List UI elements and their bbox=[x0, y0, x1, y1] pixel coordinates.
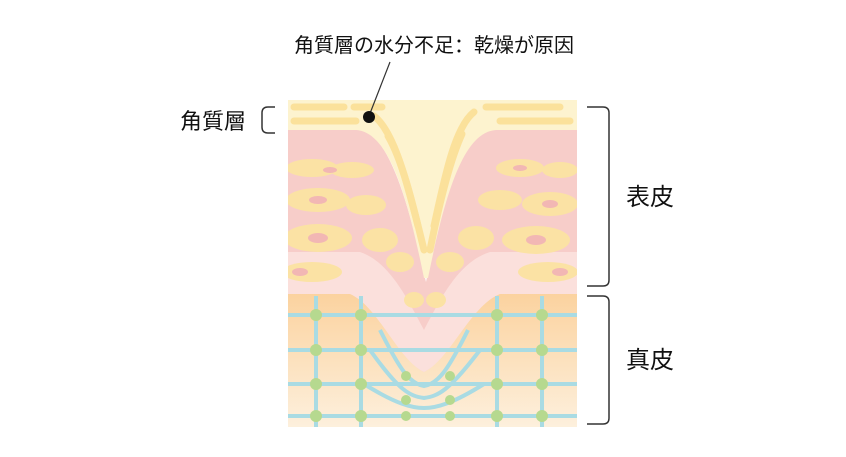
collagen-nodes bbox=[310, 309, 548, 422]
label-epidermis: 表皮 bbox=[626, 183, 674, 211]
label-dermis: 真皮 bbox=[626, 346, 674, 374]
bracket-dermis bbox=[587, 295, 610, 425]
corneum-flakes bbox=[290, 103, 574, 254]
basal-layer bbox=[288, 252, 577, 372]
cell-nuclei bbox=[292, 165, 568, 276]
bracket-epidermis bbox=[587, 106, 610, 287]
stratum-corneum-layer bbox=[288, 100, 577, 278]
skin-layers bbox=[288, 100, 577, 427]
epidermis-layer bbox=[288, 128, 577, 372]
callout-leader bbox=[368, 61, 391, 117]
bracket-stratum-corneum bbox=[261, 106, 275, 134]
callout-dot bbox=[363, 111, 375, 123]
label-stratum-corneum: 角質層 bbox=[180, 110, 246, 135]
callout-text: 角質層の水分不足：乾燥が原因 bbox=[294, 33, 574, 57]
